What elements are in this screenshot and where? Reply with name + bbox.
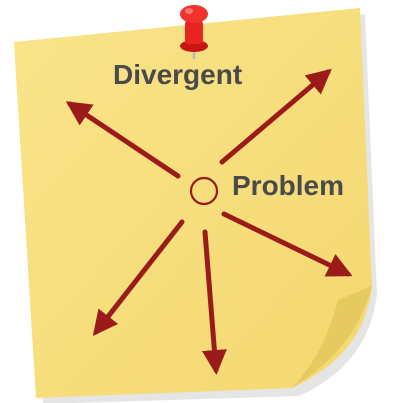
note-curl [292, 286, 372, 388]
arrow-down-left [92, 219, 185, 336]
sticky-note-paper [14, 8, 372, 398]
diagram-title: Divergent [113, 59, 243, 90]
center-circle-icon [189, 176, 219, 206]
arrow-up-left [65, 101, 181, 179]
arrow-right [221, 211, 353, 277]
arrows [65, 68, 353, 375]
arrow-down [201, 229, 227, 375]
center-label: Problem [232, 170, 345, 201]
push-pin-icon [180, 5, 208, 60]
arrow-up-right [219, 68, 332, 165]
